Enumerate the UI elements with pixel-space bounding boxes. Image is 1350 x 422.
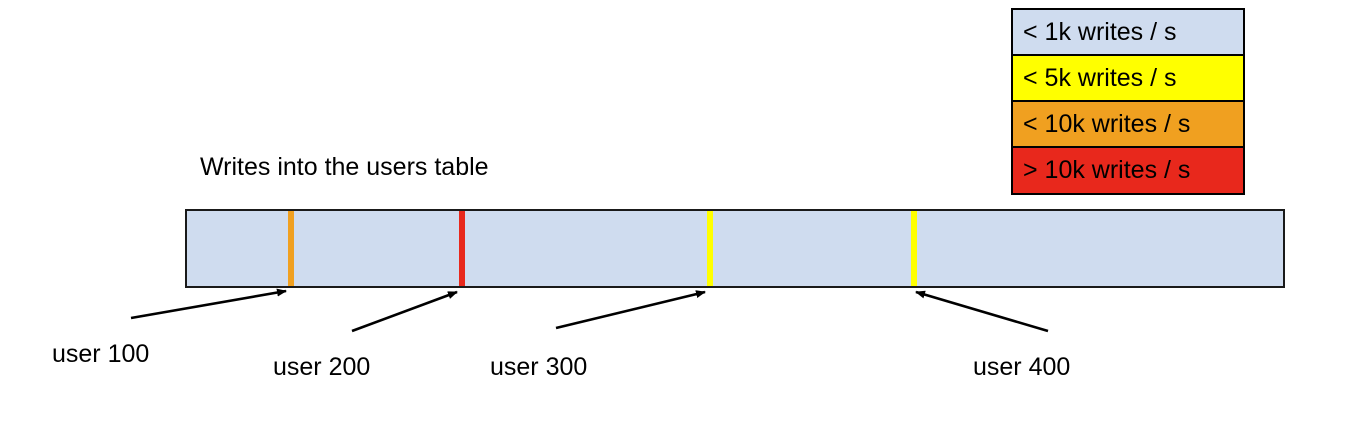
legend-item-gt-10k: > 10k writes / s [1013,148,1243,193]
arrow-user-400 [915,290,1049,333]
arrow-user-300 [555,290,706,330]
bar-marker-user-300 [707,211,713,286]
arrow-user-200 [351,290,458,333]
label-user-400: user 400 [973,353,1071,381]
chart-title: Writes into the users table [200,153,489,181]
legend-item-label: < 5k writes / s [1023,63,1177,92]
arrow-user-100 [130,288,287,320]
legend-item-lt-10k: < 10k writes / s [1013,102,1243,148]
legend-item-lt-1k: < 1k writes / s [1013,10,1243,56]
label-user-300: user 300 [490,353,588,381]
bar-marker-user-200 [459,211,465,286]
bar-marker-user-100 [288,211,294,286]
label-user-200: user 200 [273,353,371,381]
legend: < 1k writes / s < 5k writes / s < 10k wr… [1011,8,1245,195]
users-table-bar [185,209,1285,288]
legend-item-label: < 1k writes / s [1023,17,1177,46]
legend-item-label: < 10k writes / s [1023,109,1191,138]
legend-item-label: > 10k writes / s [1023,156,1191,184]
bar-marker-user-400 [911,211,917,286]
legend-item-lt-5k: < 5k writes / s [1013,56,1243,102]
label-user-100: user 100 [52,340,150,368]
